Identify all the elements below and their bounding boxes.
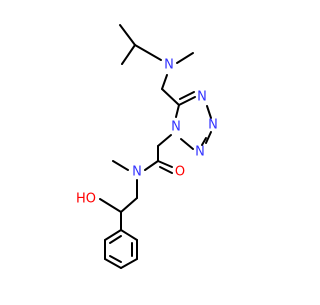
bond — [206, 105, 212, 119]
atom-label-layer: N N N N N O N HO — [76, 58, 218, 207]
carbonyl-o-label: O — [175, 165, 185, 180]
bond — [178, 96, 196, 106]
bond-layer — [99, 24, 212, 269]
bond — [179, 91, 195, 100]
bond — [134, 44, 162, 61]
tetrazole-n4-label: N — [197, 90, 207, 105]
bond — [120, 197, 138, 213]
bond — [159, 166, 173, 174]
bond — [112, 160, 129, 171]
molecule-drawing: N N N N N O N HO — [76, 24, 218, 269]
tetrazole-n1-label: N — [171, 120, 181, 135]
bond — [205, 131, 212, 144]
bond — [176, 52, 194, 64]
bond — [109, 235, 122, 244]
bond — [119, 24, 136, 46]
bond — [99, 198, 122, 213]
hydroxyl-o-label: HO — [76, 192, 96, 207]
structure-canvas: N N N N N O N HO — [76, 24, 218, 269]
bond — [120, 258, 138, 269]
bond — [161, 74, 168, 90]
bond — [175, 104, 180, 118]
amide-n-label: N — [132, 165, 142, 180]
bond — [157, 134, 172, 147]
bond — [120, 229, 138, 241]
bond — [201, 137, 207, 146]
bond — [144, 160, 159, 171]
bond — [109, 255, 122, 263]
amine-n-label: N — [164, 58, 174, 73]
bond — [104, 229, 122, 241]
bond — [180, 138, 194, 150]
tetrazole-n3-label: N — [208, 118, 218, 133]
bond — [157, 160, 173, 168]
bond — [104, 258, 122, 269]
bond — [161, 88, 180, 106]
bond — [121, 44, 136, 65]
tetrazole-n2-label: N — [195, 145, 205, 160]
